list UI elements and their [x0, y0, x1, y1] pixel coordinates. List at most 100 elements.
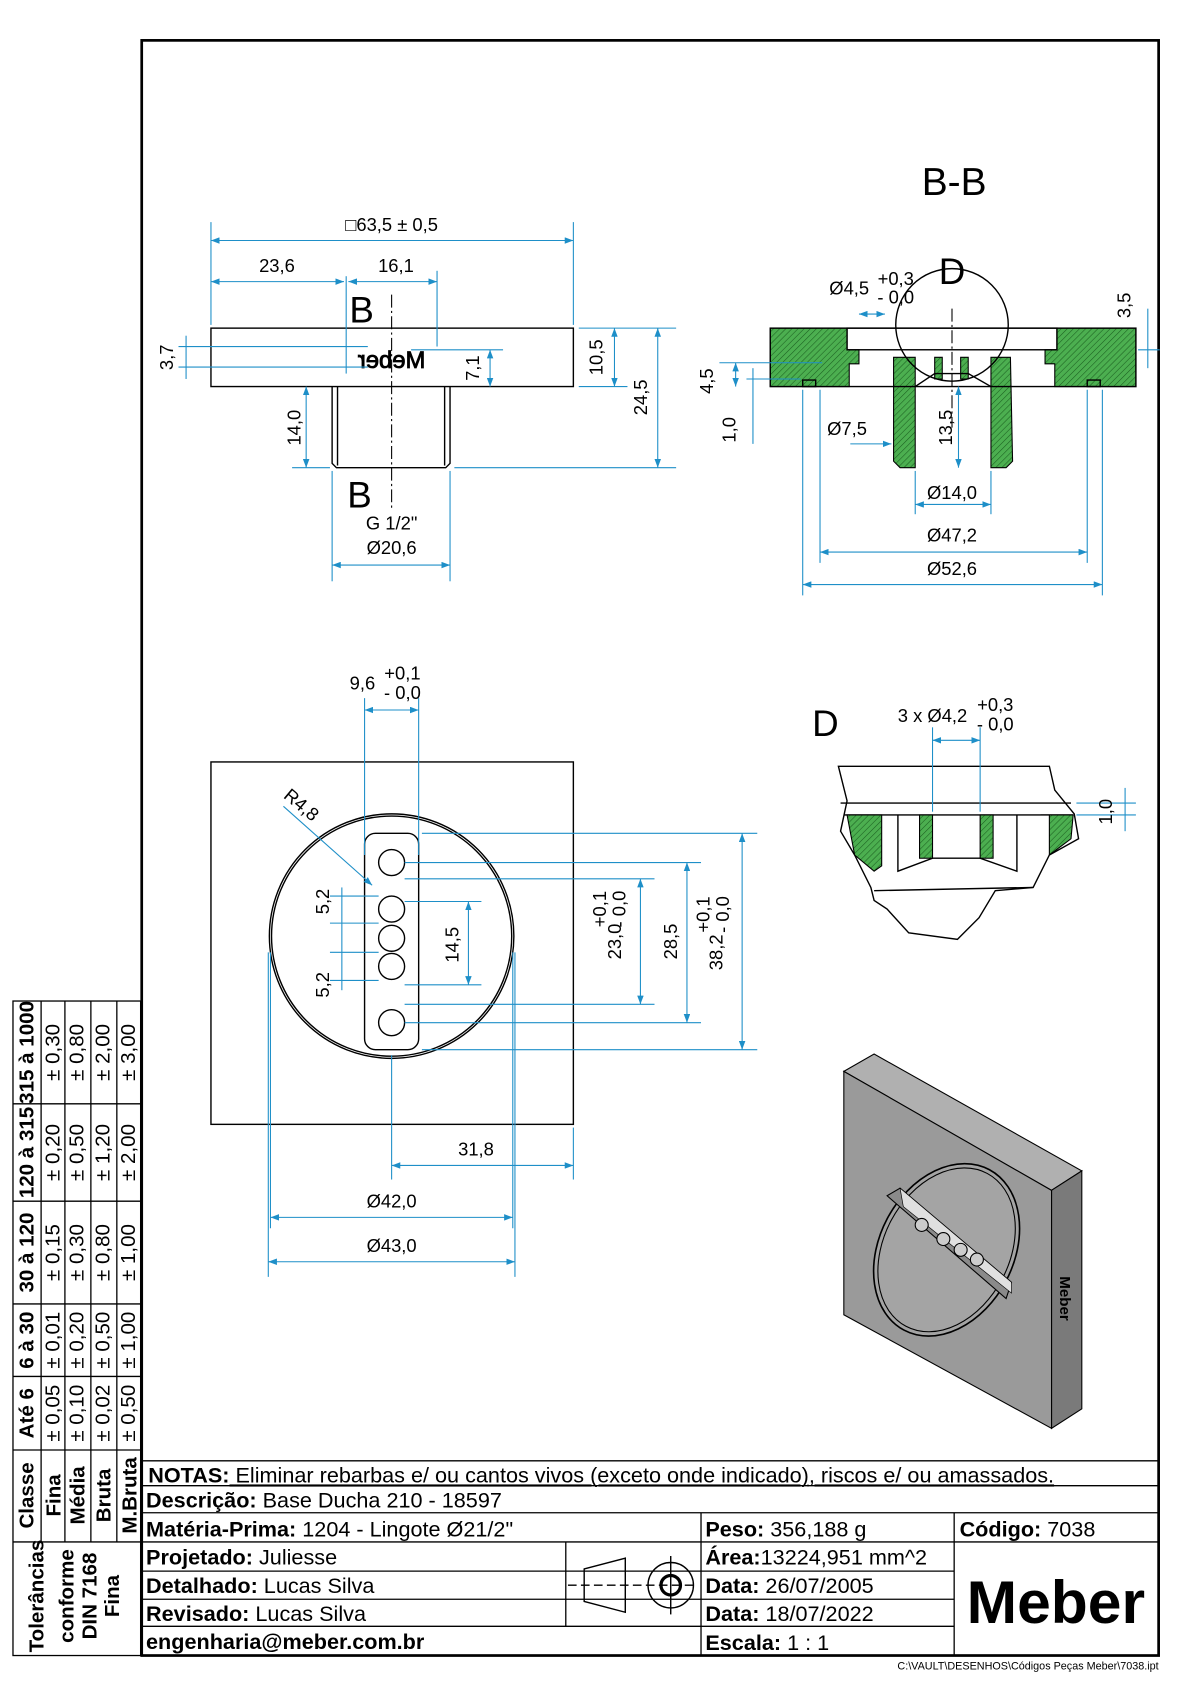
dim-24-5: 24,5 [630, 379, 651, 415]
range-header: 30 à 120 [16, 1213, 39, 1293]
weight: Peso: 356,188 g [705, 1517, 866, 1542]
tolerance-value: ± 0,20 [42, 1124, 65, 1181]
dim-dia-42-0: Ø42,0 [367, 1191, 417, 1212]
tolerance-value: ± 1,20 [91, 1124, 114, 1181]
iso-engraving: Meber [1056, 1276, 1073, 1321]
dim-5-2-top: 5,2 [312, 889, 333, 915]
dim-3-7: 3,7 [156, 345, 177, 371]
dim-23-0-tol-minus: - 0,0 [608, 891, 629, 928]
dim-14-0: 14,0 [284, 410, 305, 446]
detail-title: D [812, 703, 839, 744]
engraving-mirrored: Meber [358, 347, 426, 374]
tolerance-value: ± 0,01 [42, 1312, 65, 1369]
email: engenharia@meber.com.br [146, 1629, 425, 1654]
tolerance-value: ± 0,80 [65, 1024, 88, 1081]
range-header: 120 à 315 [16, 1107, 39, 1198]
section-mark-top: B [349, 290, 374, 331]
dim-dia-4-5: Ø4,5 [829, 278, 869, 299]
dim-1-0: 1,0 [719, 417, 740, 443]
dim-31-8: 31,8 [458, 1139, 494, 1160]
dim-holes-tol-minus: - 0,0 [977, 714, 1014, 735]
dim-thread: G 1/2" [366, 512, 417, 533]
dim-23-6: 23,6 [259, 255, 295, 276]
dim-14-5: 14,5 [442, 927, 463, 963]
file-path: C:\VAULT\DESENHOS\Códigos Peças Meber\70… [897, 1661, 1158, 1673]
section-title: B-B [922, 161, 987, 204]
dim-3-5: 3,5 [1114, 293, 1135, 319]
class-header: Classe [16, 1462, 39, 1528]
material: Matéria-Prima: 1204 - Lingote Ø21/2" [146, 1517, 513, 1542]
range-header: Até 6 [16, 1388, 39, 1438]
dim-dia-4-5-tol-minus: - 0,0 [877, 286, 914, 307]
scale: Escala: 1 : 1 [705, 1630, 829, 1655]
dim-dia-4-5-tol-plus: +0,3 [878, 268, 914, 289]
tolerance-value: ± 1,00 [117, 1312, 140, 1369]
notes: NOTAS: Eliminar rebarbas e/ ou cantos vi… [148, 1462, 1054, 1487]
dim-r-4-8: R4,8 [280, 784, 323, 825]
first-angle-projection-icon [567, 1556, 698, 1615]
dim-10-5: 10,5 [586, 339, 607, 375]
dim-dia-52-6: Ø52,6 [927, 558, 977, 579]
dim-9-6-tol-plus: +0,1 [384, 663, 420, 684]
range-header: 6 à 30 [16, 1312, 39, 1369]
dim-holes: 3 x Ø4,2 [898, 705, 967, 726]
class-name: Fina [43, 1474, 66, 1517]
tolerance-value: ± 0,15 [42, 1224, 65, 1281]
dim-dia-7-5: Ø7,5 [827, 418, 867, 439]
dim-5-2-bottom: 5,2 [312, 972, 333, 998]
dim-38-2-tol-plus: +0,1 [693, 896, 714, 932]
tolerance-table: Classe Tolerâncias conforme DIN 7168 Fin… [12, 1000, 141, 1657]
tolerance-value: ± 0,50 [65, 1124, 88, 1181]
dim-dia-20-6: Ø20,6 [367, 537, 417, 558]
dim-38-2-tol-minus: - 0,0 [712, 896, 733, 933]
tolerance-value: ± 0,10 [65, 1385, 88, 1442]
class-name: Bruta [92, 1468, 115, 1522]
tolerance-value: ± 0,30 [65, 1224, 88, 1281]
dim-1-0-detail: 1,0 [1095, 799, 1116, 825]
class-name: Média [66, 1466, 89, 1525]
dim-7-1: 7,1 [462, 355, 483, 381]
tolerance-value: ± 0,30 [42, 1024, 65, 1081]
title-block: NOTAS: Eliminar rebarbas e/ ou cantos vi… [141, 1460, 1159, 1673]
dim-dia-47-2: Ø47,2 [927, 524, 977, 545]
reviewed-by: Revisado: Lucas Silva [146, 1601, 367, 1626]
designed-by: Projetado: Juliesse [146, 1545, 337, 1570]
date-created: Data: 26/07/2005 [705, 1573, 873, 1598]
tolerance-value: ± 3,00 [117, 1024, 140, 1081]
dim-16-1: 16,1 [378, 255, 414, 276]
dim-38-2: 38,2 [706, 934, 727, 970]
company-logo: Meber [967, 1568, 1145, 1636]
tolerance-note-2: conforme [56, 1549, 79, 1643]
dim-9-6: 9,6 [350, 672, 376, 693]
date-revised: Data: 18/07/2022 [705, 1601, 873, 1626]
dim-overall: □63,5 ± 0,5 [345, 214, 438, 235]
code: Código: 7038 [960, 1517, 1096, 1542]
tolerance-value: ± 0,20 [65, 1312, 88, 1369]
dim-holes-tol-plus: +0,3 [977, 694, 1013, 715]
tolerance-value: ± 2,00 [117, 1124, 140, 1181]
front-view: B B Meber □63,5 ± 0,5 23,6 16,1 3,7 7,1 … [156, 214, 677, 582]
tolerance-value: ± 2,00 [91, 1024, 114, 1081]
dim-4-5: 4,5 [696, 368, 717, 394]
dim-28-5: 28,5 [660, 924, 681, 960]
tolerance-value: ± 0,02 [91, 1385, 114, 1442]
tolerance-value: ± 1,00 [117, 1224, 140, 1281]
dim-23-0-tol-plus: +0,1 [589, 891, 610, 927]
detail-mark: D [939, 251, 966, 292]
tolerance-note-4: Fina [101, 1574, 124, 1617]
class-name: M.Bruta [118, 1457, 141, 1534]
detailed-by: Detalhado: Lucas Silva [146, 1573, 375, 1598]
dim-dia-14-0: Ø14,0 [927, 482, 977, 503]
tolerance-note-1: Tolerâncias [25, 1540, 48, 1653]
section-mark-bottom: B [347, 475, 372, 516]
tolerance-value: ± 0,50 [117, 1385, 140, 1442]
tolerance-note-3: DIN 7168 [78, 1553, 101, 1640]
bottom-view: 9,6 +0,1 - 0,0 R4,8 5,2 5,2 14,5 23,0 +0… [210, 663, 758, 1277]
drawing-frame [140, 39, 1160, 1657]
tolerance-value: ± 0,50 [91, 1312, 114, 1369]
area: Área:13224,951 mm^2 [705, 1545, 927, 1570]
dim-dia-43-0: Ø43,0 [367, 1235, 417, 1256]
isometric-view: Meber [842, 1053, 1083, 1430]
dim-9-6-tol-minus: - 0,0 [384, 682, 421, 703]
